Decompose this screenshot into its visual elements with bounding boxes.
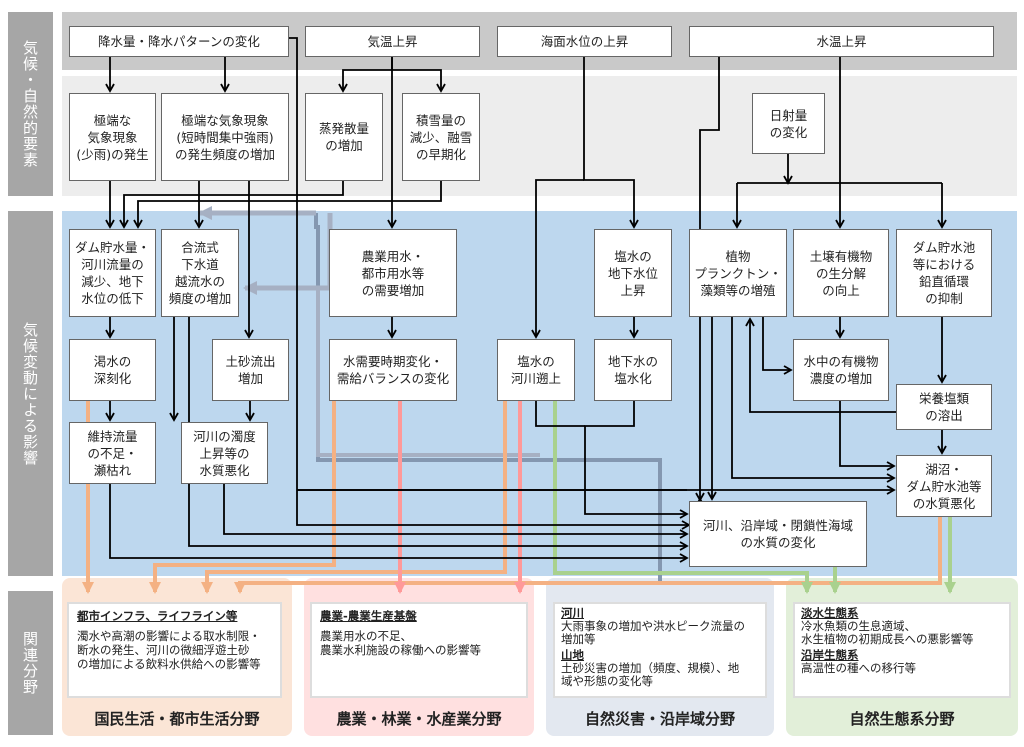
field-eco-body-fresh: 冷水魚類の生息適域、 水生植物の初期成長への悪影響等	[801, 619, 974, 646]
natural-heavy-rain: 極端な気象現象 (短時間集中強雨) の発生頻度の増加	[161, 93, 289, 181]
field-disaster-title: 自然災害・沿岸域分野	[584, 710, 735, 728]
row-label-field: 関連分野	[8, 591, 53, 735]
field-disaster-head-river: 河川	[561, 606, 584, 620]
connector-line	[338, 57, 393, 93]
field-agri-body: 農業用水の不足、 農業水利施設の稼働への影響等	[320, 629, 481, 657]
connector-line	[289, 37, 691, 530]
connector-orange	[201, 401, 507, 594]
impact-organic-matter: 水中の有機物 濃度の増加	[793, 339, 889, 401]
impact-saltwater-groundwater: 塩水の 地下水位 上昇	[594, 229, 672, 317]
connector-gray	[316, 288, 540, 457]
natural-snow: 積雪量の 減少、融雪 の早期化	[402, 93, 480, 181]
connector-green	[553, 401, 813, 594]
natural-evaporation: 蒸発散量 の増加	[305, 93, 383, 181]
row-label-impact: 気候変動による影響	[8, 211, 53, 576]
connector-orange	[234, 517, 942, 594]
connector-line	[583, 57, 639, 229]
impact-lake-quality: 湖沼・ ダム貯水池等 の水質悪化	[896, 455, 992, 517]
connector-line	[188, 317, 689, 551]
impact-groundwater-salinization: 地下水の 塩水化	[594, 339, 672, 401]
impact-reservoir-circulation: ダム貯水池 等における 鉛直循環 の抑制	[896, 229, 992, 317]
connector-line	[745, 317, 896, 413]
connector-line	[584, 401, 689, 519]
impact-soil-organic: 土壌有機物 の生分解 の向上	[793, 229, 889, 317]
impact-coastal-quality: 河川、沿岸域・閉鎖性海域 の水質の変化	[689, 501, 867, 567]
impact-water-demand: 農業用水・ 都市用水等 の需要増加	[329, 229, 457, 317]
driver-water-temp: 水温上昇	[689, 26, 994, 57]
impact-dam-storage: ダム貯水量・ 河川流量の 減少、地下 水位の低下	[69, 229, 156, 317]
field-agri-title: 農業・林業・水産業分野	[336, 710, 502, 728]
natural-drought: 極端な 気象現象 (少雨)の発生	[69, 93, 156, 181]
driver-precipitation: 降水量・降水パターンの変化	[69, 26, 289, 57]
impact-nutrient-release: 栄養塩類 の溶出	[896, 384, 992, 430]
field-eco-card: 淡水生態系 冷水魚類の生息適域、 水生植物の初期成長への悪影響等 沿岸生態系 高…	[793, 602, 1011, 698]
field-agri-card: 農業-農業生産基盤 農業用水の不足、 農業水利施設の稼働への影響等	[310, 602, 528, 698]
field-civic-title: 国民生活・都市生活分野	[94, 710, 260, 728]
connector-line	[535, 401, 585, 427]
connector-line	[109, 484, 689, 563]
field-civic-body: 濁水や高潮の影響による取水制限・ 断水の発生、河川の微細浮遊土砂 の増加による飲…	[77, 629, 261, 671]
impact-turbidity: 河川の濁度 上昇等の 水質悪化	[181, 422, 268, 484]
connector-line	[731, 317, 896, 483]
impact-saltwater-river: 塩水の 河川遡上	[497, 339, 575, 401]
connector-line	[119, 181, 344, 229]
impact-plankton: 植物 プランクトン・ 藻類等の増殖	[689, 229, 787, 317]
connector-line	[531, 179, 584, 339]
field-eco-head-coastal: 沿岸生態系	[801, 648, 859, 662]
impact-combined-sewer: 合流式 下水道 越流水の 頻度の増加	[161, 229, 239, 317]
impact-flow-shortage: 維持流量 の不足・ 瀬枯れ	[69, 422, 156, 484]
driver-sea-level: 海面水位の上昇	[497, 26, 672, 57]
field-eco-title: 自然生態系分野	[849, 710, 955, 728]
natural-solar: 日射量 の変化	[752, 93, 825, 154]
field-disaster-head-mountain: 山地	[561, 648, 584, 662]
connector-line	[223, 484, 689, 539]
field-civic-head: 都市インフラ、ライフライン等	[77, 609, 238, 623]
field-disaster-body-river: 大雨事象の増加や洪水ピーク流量の 増加等	[561, 619, 745, 646]
row-label-climate: 気候・自然的要素	[8, 12, 53, 196]
impact-drought-worsening: 渇水の 深刻化	[69, 339, 156, 401]
impact-sediment: 土砂流出 増加	[212, 339, 289, 401]
field-disaster-card: 河川 大雨事象の増加や洪水ピーク流量の 増加等 山地 土砂災害の増加（頻度、規模…	[553, 602, 767, 698]
connector-line	[133, 181, 442, 229]
driver-temperature: 気温上昇	[305, 26, 480, 57]
connector-line	[392, 69, 446, 93]
connector-line	[839, 401, 896, 471]
field-agri-head: 農業-農業生産基盤	[320, 609, 417, 623]
field-disaster-body-mountain: 土砂災害の増加（頻度、規模）、地 域や形態の変化等	[561, 661, 740, 688]
field-eco-body-coastal: 高温性の種への移行等	[801, 661, 916, 675]
connector-orange	[149, 401, 336, 594]
impact-demand-balance: 水需要時期変化・ 需給バランスの変化	[329, 339, 457, 401]
field-civic-card: 都市インフラ、ライフライン等 濁水や高潮の影響による取水制限・ 断水の発生、河川…	[67, 602, 282, 698]
field-eco-head-fresh: 淡水生態系	[801, 606, 859, 620]
connector-line	[762, 317, 793, 375]
